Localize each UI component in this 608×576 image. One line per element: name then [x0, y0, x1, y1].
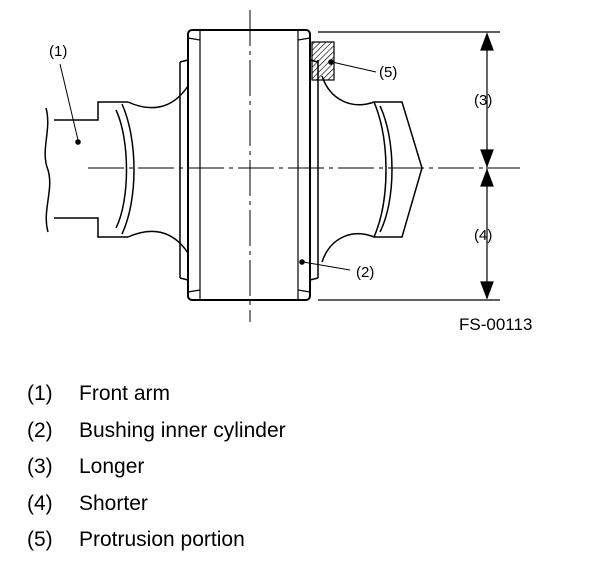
rubber-bushing-right — [309, 59, 423, 281]
legend-text: Shorter — [79, 491, 148, 515]
legend-text: Front arm — [79, 382, 171, 406]
legend-number: (2) — [27, 418, 53, 442]
legend-item: (4) Shorter — [27, 486, 286, 523]
bushing-cross-section-diagram — [44, 10, 520, 322]
legend-item: (2) Bushing inner cylinder — [27, 413, 286, 450]
legend-number: (4) — [27, 491, 53, 515]
callout-3: (3) — [474, 92, 493, 109]
legend-text: Longer — [79, 455, 145, 479]
legend-number: (3) — [27, 455, 53, 479]
figure-id: FS-00113 — [459, 315, 533, 334]
callout-2: (2) — [356, 264, 375, 281]
protrusion-portion — [311, 41, 335, 81]
callout-1: (1) — [49, 43, 68, 60]
callout-5: (5) — [379, 64, 398, 81]
inner-cylinder — [187, 29, 311, 301]
rubber-bushing-left — [115, 59, 189, 281]
center-lines — [88, 10, 520, 322]
dimension-lines — [318, 31, 500, 301]
legend-number: (5) — [27, 528, 53, 552]
front-arm — [44, 101, 128, 238]
legend-text: Bushing inner cylinder — [79, 418, 286, 442]
legend-text: Protrusion portion — [79, 528, 245, 552]
legend-item: (3) Longer — [27, 449, 286, 486]
callout-4: (4) — [474, 227, 493, 244]
legend-number: (1) — [27, 382, 53, 406]
legend-item: (1) Front arm — [27, 376, 286, 413]
legend: (1) Front arm (2) Bushing inner cylinder… — [27, 376, 286, 559]
leader-lines — [59, 59, 377, 271]
legend-item: (5) Protrusion portion — [27, 522, 286, 559]
